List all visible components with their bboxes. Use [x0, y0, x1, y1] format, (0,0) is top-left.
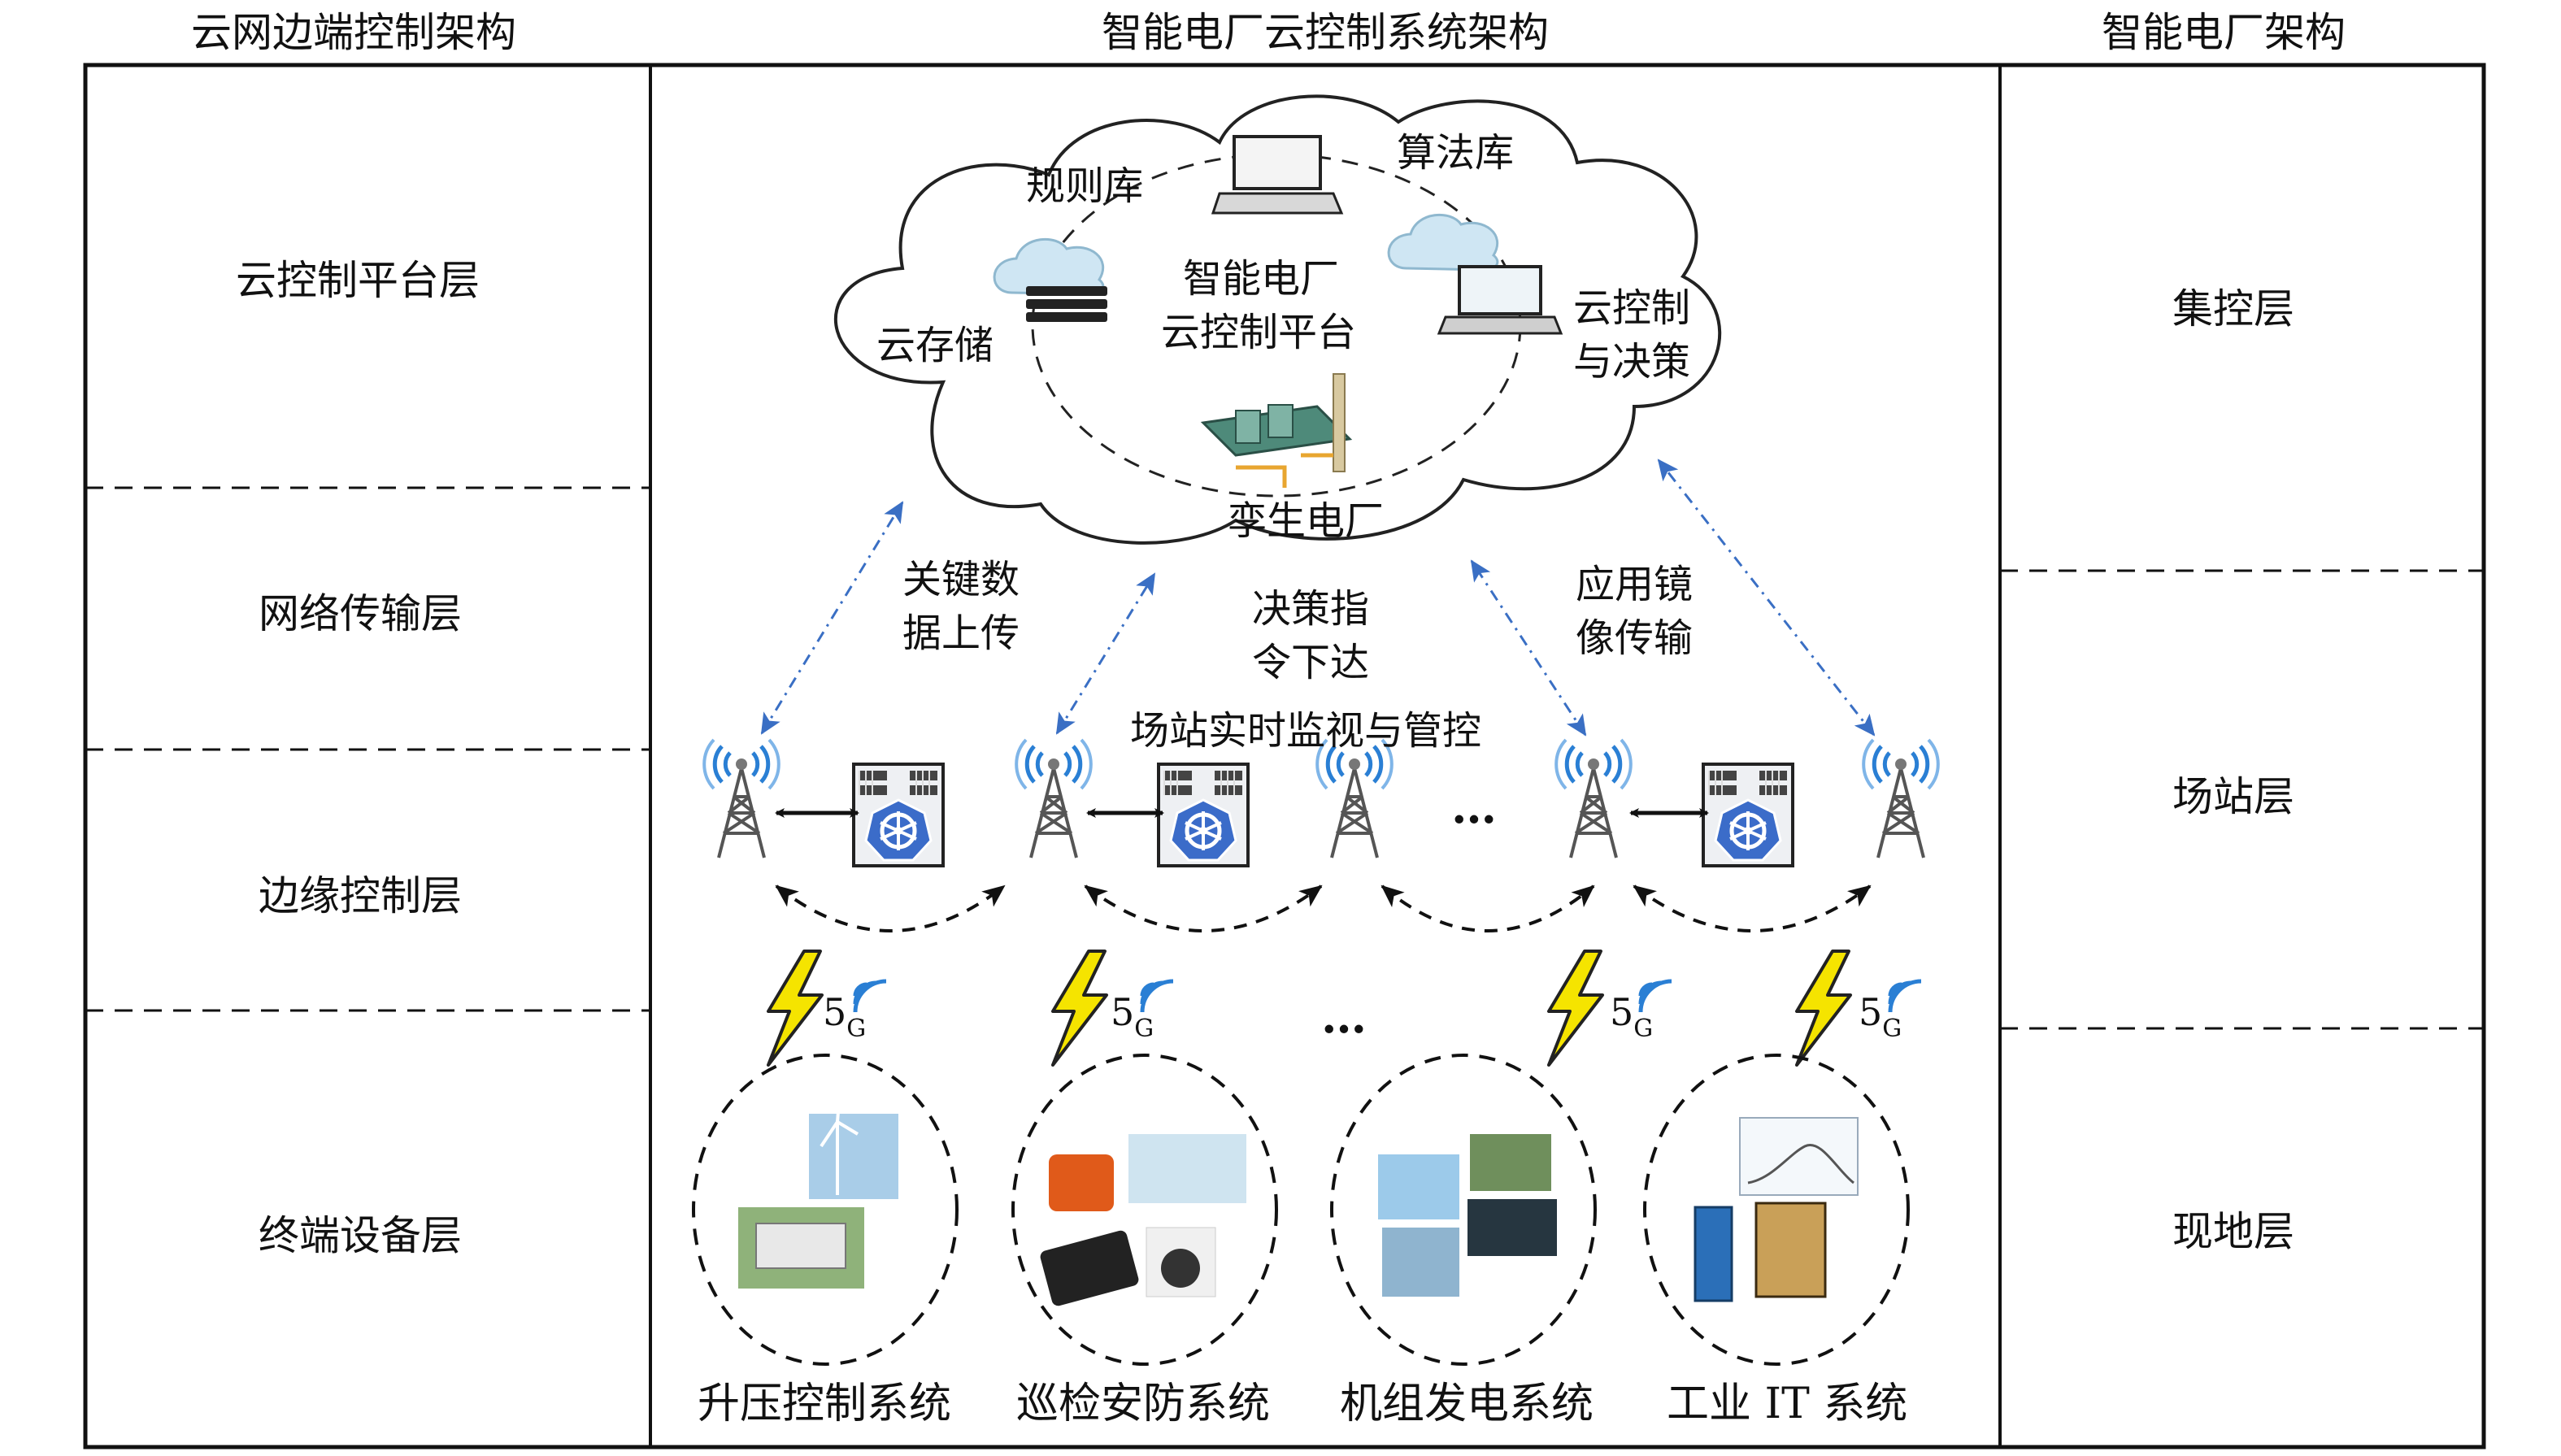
control-room-photo — [1128, 1134, 1246, 1203]
decision-laptop-screen — [1458, 265, 1542, 315]
kubernetes-server-icon — [1159, 764, 1248, 866]
layer-station: 场站层 — [2172, 773, 2294, 820]
platform-label-line1: 智能电厂 — [1183, 256, 1340, 302]
command-label-line1: 决策指 — [1252, 586, 1370, 632]
outer-frame — [83, 63, 2486, 1449]
kubernetes-server-icon — [1703, 764, 1793, 866]
command-label-line2: 令下达 — [1252, 640, 1370, 685]
algorithm-library-label: 算法库 — [1397, 130, 1515, 176]
layer-field: 现地层 — [2172, 1208, 2294, 1255]
data-link-arrow — [760, 501, 904, 735]
substation-building — [755, 1223, 846, 1269]
cell-tower-icon — [1016, 740, 1091, 858]
system-dashed-group — [1643, 1054, 1910, 1366]
kubernetes-server-icon — [854, 764, 943, 866]
system-dashed-group — [692, 1054, 959, 1366]
tablet-photo — [1040, 1230, 1139, 1306]
right-column-title: 智能电厂架构 — [2102, 9, 2346, 56]
solar-dish-photo — [1382, 1228, 1459, 1297]
storage-cloud-icon — [993, 237, 1105, 296]
cloud-storage-label: 云存储 — [876, 323, 994, 368]
mirror-label-line2: 像传输 — [1576, 615, 1694, 661]
layer-central-control: 集控层 — [2172, 285, 2294, 332]
system-generation: 机组发电系统 — [1340, 1380, 1594, 1428]
upload-label-line1: 关键数 — [902, 557, 1020, 602]
inspection-robot-photo — [1049, 1154, 1114, 1211]
dam-photo — [1470, 1134, 1551, 1191]
decision-label-line1: 云控制 — [1573, 285, 1691, 331]
cell-tower-icon — [1556, 740, 1631, 858]
lightning-bolt-icon — [1795, 950, 1852, 1067]
layer-cloud-platform: 云控制平台层 — [236, 257, 480, 304]
tower-to-tower-arrow — [775, 884, 1006, 932]
layer-terminal: 终端设备层 — [259, 1212, 462, 1259]
system-industrial-it: 工业 IT 系统 — [1667, 1380, 1908, 1428]
fiveg-label-2: 5G — [1111, 990, 1154, 1043]
fiveg-label-1: 5G — [823, 990, 867, 1043]
center-column-title: 智能电厂云控制系统架构 — [1102, 9, 1549, 56]
digital-twin-label: 孪生电厂 — [1228, 498, 1385, 544]
left-column-title: 云网边端控制架构 — [191, 9, 516, 56]
fiveg-label-3: 5G — [1610, 990, 1654, 1043]
monitoring-room-photo — [1467, 1199, 1557, 1256]
layer-network: 网络传输层 — [259, 590, 462, 637]
decision-label-line2: 与决策 — [1573, 339, 1691, 385]
system-dashed-group — [1011, 1054, 1278, 1366]
twin-plant-tank — [1267, 404, 1294, 438]
layer-edge-control: 边缘控制层 — [259, 872, 462, 919]
laptop-screen — [1233, 135, 1322, 190]
cell-tower-icon — [704, 740, 779, 858]
station-monitor-label: 场站实时监视与管控 — [1130, 708, 1482, 754]
data-link-arrow — [1470, 559, 1587, 737]
ellipsis-edge: … — [1451, 780, 1502, 834]
fiveg-label-4: 5G — [1859, 990, 1902, 1043]
data-link-arrow — [1055, 572, 1156, 735]
rules-library-label: 规则库 — [1026, 163, 1144, 209]
decision-laptop-base — [1437, 315, 1563, 335]
platform-label-line2: 云控制平台 — [1161, 310, 1357, 355]
wind-turbine-shape — [820, 1101, 859, 1195]
trend-chart-photo — [1739, 1117, 1859, 1196]
lightning-bolt-icon — [1051, 950, 1108, 1067]
wind-turbine-photo — [809, 1114, 898, 1199]
cell-tower-icon — [1863, 740, 1938, 858]
tower-to-tower-arrow — [1381, 884, 1595, 932]
trend-chart-line — [1747, 1143, 1854, 1184]
storage-server-unit — [1026, 312, 1107, 322]
upload-label-line2: 据上传 — [902, 611, 1020, 656]
camera-dome — [1161, 1249, 1200, 1288]
lightning-bolt-icon — [1547, 950, 1604, 1067]
storage-server-unit — [1026, 299, 1107, 309]
wind-farm-photo — [1378, 1154, 1459, 1219]
tower-to-tower-arrow — [1084, 884, 1323, 932]
cloud-outline — [833, 94, 1722, 545]
system-boost-control: 升压控制系统 — [698, 1380, 952, 1428]
storage-server-unit — [1026, 286, 1107, 296]
laptop-base — [1211, 192, 1344, 215]
twin-plant-stack — [1333, 373, 1346, 472]
kiosk-terminal-photo — [1694, 1206, 1733, 1302]
system-inspection-security: 巡检安防系统 — [1016, 1380, 1271, 1428]
mirror-label-line1: 应用镜 — [1576, 562, 1694, 607]
ellipsis-wireless: … — [1321, 990, 1372, 1044]
decision-cloud-icon — [1387, 213, 1499, 272]
lightning-bolt-icon — [767, 950, 824, 1067]
cabinet-photo — [1754, 1202, 1827, 1298]
data-link-arrow — [1657, 459, 1876, 737]
system-dashed-group — [1330, 1054, 1597, 1366]
twin-plant-pipes — [1236, 453, 1333, 488]
twin-plant-tank — [1235, 410, 1261, 444]
tower-to-tower-arrow — [1633, 884, 1872, 932]
